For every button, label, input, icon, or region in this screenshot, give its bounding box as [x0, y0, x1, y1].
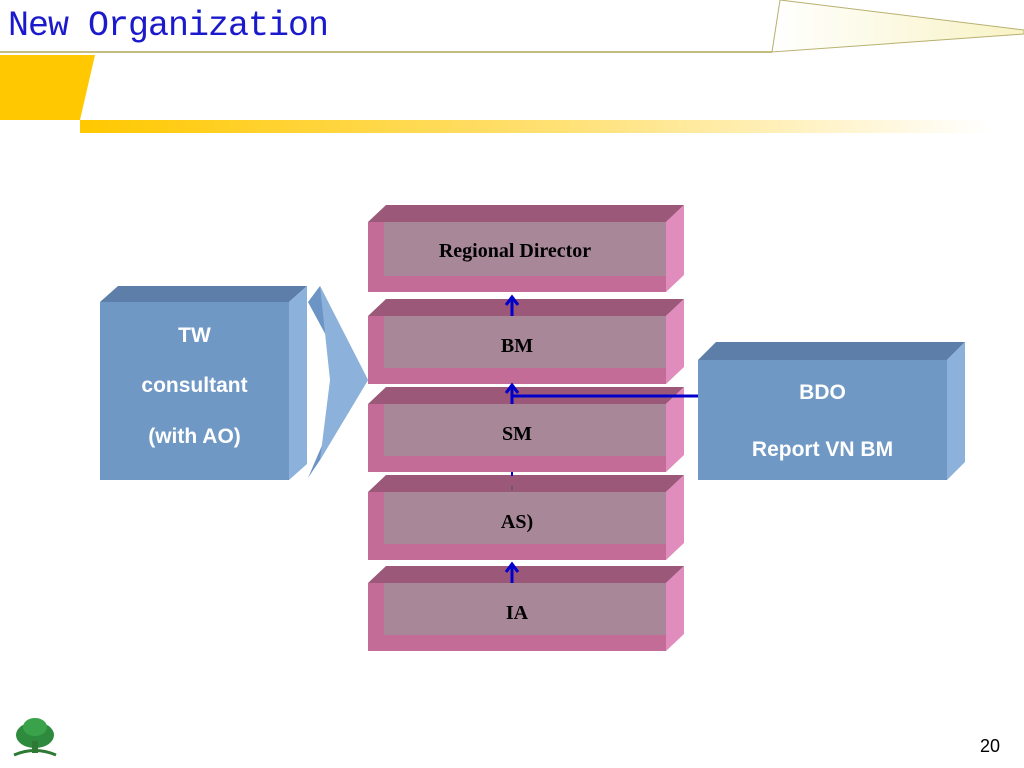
tw-consultant-box [100, 286, 307, 480]
bdo-label: BDO [799, 381, 846, 404]
consultant-label: consultant [141, 374, 248, 397]
slide-title: New Organization [8, 6, 329, 46]
bm-label: BM [500, 335, 534, 357]
report-vn-bm-label: Report VN BM [751, 438, 894, 461]
header-top-right-shape [771, 0, 1024, 53]
block-regional-director [368, 205, 684, 292]
with-ao-label: (with AO) [148, 425, 241, 448]
block-bm [368, 299, 684, 384]
bdo-box [698, 342, 965, 480]
arrow-up-icon [504, 561, 520, 583]
arrow-up-icon [504, 294, 520, 316]
chevron-arrow-icon [308, 286, 368, 478]
ia-label: IA [505, 602, 529, 624]
regional-director-label: Regional Director [438, 240, 592, 262]
header-yellow-fade [80, 120, 990, 133]
tw-label: TW [178, 324, 211, 347]
sm-label: SM [502, 423, 532, 445]
as-label: AS) [500, 511, 534, 533]
header-yellow-band [0, 55, 95, 120]
tree-logo-icon [13, 718, 57, 757]
arrow-up-icon [504, 382, 520, 404]
page-number: 20 [979, 736, 1000, 756]
block-sm [368, 387, 684, 472]
block-as [368, 475, 684, 560]
block-ia [368, 566, 684, 651]
